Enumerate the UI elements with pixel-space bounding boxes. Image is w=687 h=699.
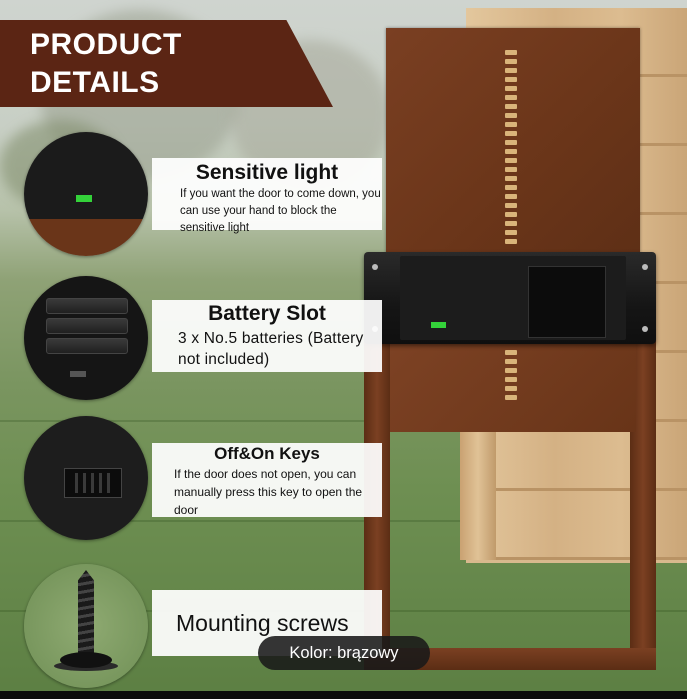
- feature-text: If you want the door to come down, you c…: [180, 188, 381, 234]
- feature-title: Sensitive light: [195, 161, 339, 184]
- feature-battery-slot: Battery Slot 3 x No.5 batteries (Battery…: [152, 300, 382, 372]
- page-title: PRODUCT DETAILS: [30, 28, 182, 99]
- feature-title: Battery Slot: [208, 302, 326, 325]
- light-sensor-window: [528, 266, 606, 338]
- door-gear-track: [505, 50, 517, 248]
- battery-slot-icon: [24, 276, 148, 400]
- feature-text: If the door does not open, you can manua…: [174, 467, 363, 517]
- feature-off-on-keys: Off&On Keys If the door does not open, y…: [152, 443, 382, 517]
- sensor-icon: [24, 132, 148, 256]
- door-gear-track: [505, 350, 517, 404]
- power-key-icon: [24, 416, 148, 540]
- door-rail-bottom: [364, 648, 656, 670]
- door-controller: [364, 252, 656, 344]
- screw-icon: [24, 564, 148, 688]
- bottom-bar: [0, 691, 687, 699]
- color-variant-tag[interactable]: Kolor: brązowy: [258, 636, 430, 670]
- feature-sensitive-light: Sensitive light If you want the door to …: [152, 158, 382, 234]
- wooden-post: [460, 420, 496, 560]
- grass-line: [0, 420, 687, 422]
- feature-title: Off&On Keys: [214, 444, 320, 463]
- status-led: [431, 322, 446, 328]
- grass-line: [0, 520, 687, 522]
- feature-text: 3 x No.5 batteries (Battery not included…: [178, 330, 364, 368]
- header-banner: [0, 20, 333, 107]
- feature-title: Mounting screws: [176, 610, 349, 636]
